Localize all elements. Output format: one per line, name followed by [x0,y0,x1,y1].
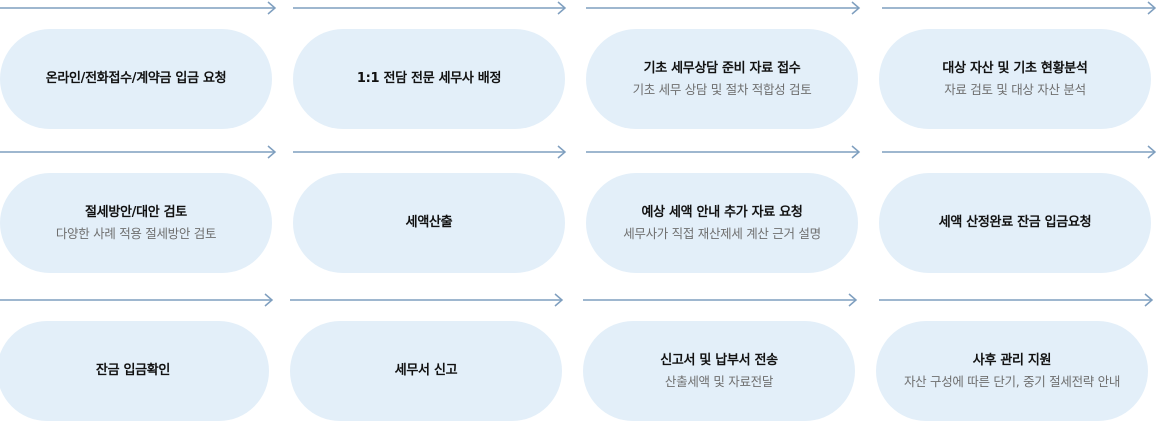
step-title: 사후 관리 지원 [972,352,1052,368]
step-subtitle: 산출세액 및 자료전달 [664,373,774,389]
step-subtitle: 자료 검토 및 대상 자산 분석 [944,81,1086,97]
process-step: 세액산출 [293,173,565,273]
step-title: 기초 세무상담 준비 자료 접수 [643,60,801,76]
step-title: 세액산출 [405,215,453,230]
step-title: 신고서 및 납부서 전송 [660,352,778,368]
flow-arrow [290,293,564,307]
flow-arrow [583,293,858,307]
flow-arrow [882,1,1156,15]
step-title: 세무서 신고 [394,363,458,378]
process-step: 1:1 전담 전문 세무사 배정 [293,29,565,129]
process-step: 세액 산정완료 잔금 입금요청 [879,173,1151,273]
flow-arrow [293,1,567,15]
flow-arrow [586,1,861,15]
step-subtitle: 세무사가 직접 재산제세 계산 근거 설명 [623,225,821,241]
flow-arrow [293,145,567,159]
process-step: 잔금 입금확인 [0,321,269,421]
step-title: 온라인/전화접수/계약금 입금 요청 [45,71,227,86]
flow-arrow [586,145,861,159]
process-step: 온라인/전화접수/계약금 입금 요청 [0,29,272,129]
flow-arrow [882,145,1156,159]
process-step: 세무서 신고 [290,321,562,421]
step-subtitle: 자산 구성에 따른 단기, 중기 절세전략 안내 [903,373,1121,389]
step-title: 절세방안/대안 검토 [85,204,187,220]
step-subtitle: 다양한 사례 적용 절세방안 검토 [55,225,217,241]
step-title: 세액 산정완료 잔금 입금요청 [938,215,1092,230]
step-title: 1:1 전담 전문 세무사 배정 [356,71,502,86]
step-title: 대상 자산 및 기초 현황분석 [942,60,1088,76]
step-title: 잔금 입금확인 [95,363,171,378]
flow-arrow [0,145,277,159]
flow-arrow [879,293,1154,307]
flow-arrow [0,1,277,15]
step-subtitle: 기초 세무 상담 및 절차 적합성 검토 [632,81,812,97]
step-title: 예상 세액 안내 추가 자료 요청 [641,204,803,220]
flow-arrow [0,293,274,307]
